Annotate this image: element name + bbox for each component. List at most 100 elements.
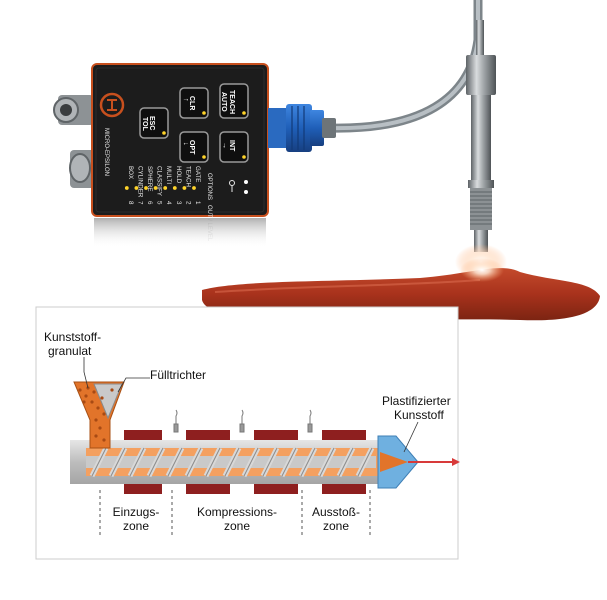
zone-ausstoss: Ausstoß- zone	[302, 505, 370, 533]
zone-ausstoss-line2: zone	[322, 519, 350, 533]
granule	[78, 388, 82, 392]
mode-number-7: 7	[136, 201, 143, 205]
zone-kompression-line2: zone	[223, 519, 251, 533]
options-led-1	[244, 180, 248, 184]
screw-flight-edge	[167, 447, 183, 477]
label-kunsstoff: Kunsstoff	[394, 408, 444, 422]
sensor-cable	[329, 0, 483, 133]
key-lock-icon	[229, 180, 235, 192]
label-kunststoff: Kunststoff-	[44, 330, 102, 344]
mode-number-5: 5	[156, 201, 163, 205]
mode-number-8: 8	[127, 201, 134, 205]
controller-device: MICRO-EPSILON TEACH AUTO CLR ↑ ESC TOL I…	[53, 63, 336, 248]
key-up-arrow-icon: ↑	[182, 98, 189, 102]
mode-number-3: 3	[175, 201, 182, 205]
mode-led-7	[134, 186, 139, 190]
granule	[102, 438, 106, 442]
mode-led-4	[163, 186, 168, 190]
screw-flight-edge	[110, 447, 126, 477]
mode-label-5: CLASSIFY	[156, 166, 163, 196]
screw-flight-edge	[148, 447, 164, 477]
screw-flight-edge	[186, 447, 202, 477]
key-auto-label: AUTO	[220, 92, 227, 112]
label-plastifizierter: Plastifizierter	[382, 394, 451, 408]
zone-kompression: Kompressions- zone	[172, 505, 302, 533]
zone-kompression-line1: Kompressions-	[196, 505, 278, 519]
zone-einzug: Einzugs- zone	[100, 505, 172, 533]
key-esc-label: ESC	[148, 116, 155, 130]
granule	[90, 400, 94, 404]
device-reflection	[94, 218, 266, 248]
key-teach-auto[interactable]: TEACH AUTO	[219, 83, 249, 119]
screw-flight-edge	[91, 447, 107, 477]
screw-flight-edge	[243, 447, 259, 477]
key-opt[interactable]: OPT ↓	[179, 131, 209, 163]
mode-label-4: MULTI	[165, 166, 172, 184]
sensor-connector	[268, 104, 336, 152]
key-int[interactable]: INT →	[219, 131, 249, 163]
mode-led-2	[182, 186, 187, 190]
m12-connector-top	[53, 95, 94, 125]
thermocouples	[173, 409, 313, 433]
key-int-label: INT	[228, 140, 235, 152]
mode-label-8: BOX	[127, 166, 134, 179]
key-teach-label: TEACH	[228, 90, 235, 114]
mode-led-3	[172, 186, 177, 190]
granule	[100, 396, 104, 400]
screw-flight-edge	[262, 447, 278, 477]
mode-number-1: 1	[194, 201, 201, 205]
mode-number-2: 2	[184, 201, 191, 205]
granule	[110, 388, 114, 392]
screw-flight-edge	[129, 447, 145, 477]
options-led-2	[244, 190, 248, 194]
mode-led-8	[124, 186, 129, 190]
screw-flight-edge	[319, 447, 335, 477]
injection-diagram-panel	[35, 306, 460, 560]
zone-ausstoss-line1: Ausstoß-	[311, 505, 360, 519]
hopper	[73, 381, 125, 449]
led-column	[124, 186, 196, 190]
label-granulat: granulat	[48, 344, 92, 358]
mode-label-2: TEACH	[184, 166, 191, 187]
granule	[94, 418, 98, 422]
zone-einzug-line2: zone	[122, 519, 150, 533]
nozzle	[377, 435, 460, 489]
screw-flight-edge	[300, 447, 316, 477]
granule	[102, 412, 106, 416]
mode-led-1	[192, 186, 196, 190]
mode-label-column: GATE1TEACH2HOLD3MULTI4CLASSIFY5SPHERE6CY…	[127, 166, 201, 205]
key-tol-label: TOL	[141, 117, 148, 132]
screw-flight-edge	[224, 447, 240, 477]
key-right-arrow-icon: →	[221, 142, 228, 149]
granule	[98, 426, 102, 430]
key-clr[interactable]: CLR ↑	[179, 87, 209, 119]
granule	[92, 390, 96, 394]
screw-flight-edge	[281, 447, 297, 477]
screw-flight-edge	[205, 447, 221, 477]
key-clr-label: CLR	[188, 96, 195, 110]
extruder-screw	[86, 446, 376, 478]
zone-dividers	[99, 490, 371, 536]
key-down-arrow-icon: ↓	[182, 142, 189, 146]
leader-lines	[83, 357, 419, 453]
options-label: OPTIONS	[206, 173, 212, 200]
granule	[96, 406, 100, 410]
mode-label-6: SPHERE	[146, 166, 153, 191]
heater-bands	[124, 430, 366, 494]
mode-led-5	[153, 186, 158, 190]
key-esc-tol[interactable]: ESC TOL	[139, 107, 169, 139]
granule	[84, 394, 88, 398]
mode-number-4: 4	[165, 201, 172, 205]
screw-flight-edge	[357, 447, 373, 477]
mode-number-6: 6	[146, 201, 153, 205]
granule	[94, 434, 98, 438]
zone-einzug-line1: Einzugs-	[112, 505, 160, 519]
mode-label-1: GATE	[194, 166, 201, 182]
granule	[82, 400, 86, 404]
brand-logo	[99, 92, 125, 118]
pressure-sensor-probe	[455, 20, 507, 280]
key-opt-label: OPT	[188, 140, 195, 155]
brand-text: MICRO-EPSILON	[103, 128, 109, 176]
mode-label-7: CYLINDER	[136, 166, 143, 198]
